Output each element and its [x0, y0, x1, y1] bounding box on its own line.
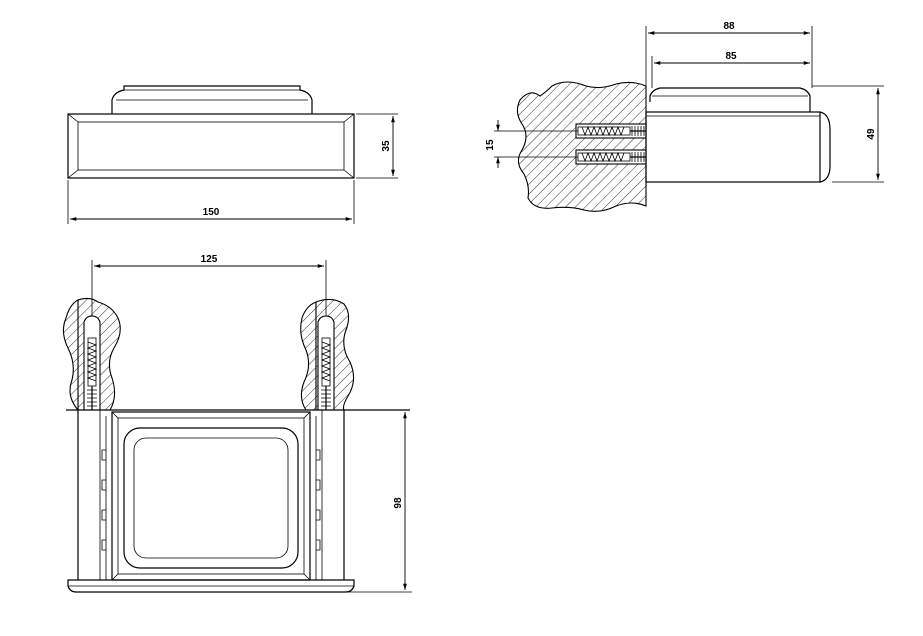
side-inner-depth-dimension: 85 — [725, 51, 737, 62]
top-anchor-span-dimension: 125 — [201, 254, 218, 265]
top-anchor-right — [320, 337, 332, 410]
side-anchor-bottom — [577, 151, 646, 163]
side-height-dimension: 49 — [866, 128, 877, 140]
top-anchor-left — [86, 337, 98, 410]
front-view — [67, 85, 398, 224]
side-outer-depth-dimension: 88 — [723, 21, 735, 32]
front-width-dimension: 150 — [203, 207, 220, 218]
top-depth-dimension: 98 — [393, 497, 404, 509]
top-view — [62, 260, 412, 593]
side-view — [494, 26, 884, 212]
anchor-spacing-dimension: 15 — [485, 139, 496, 151]
side-anchor-top — [577, 125, 646, 137]
front-height-dimension: 35 — [381, 140, 392, 152]
